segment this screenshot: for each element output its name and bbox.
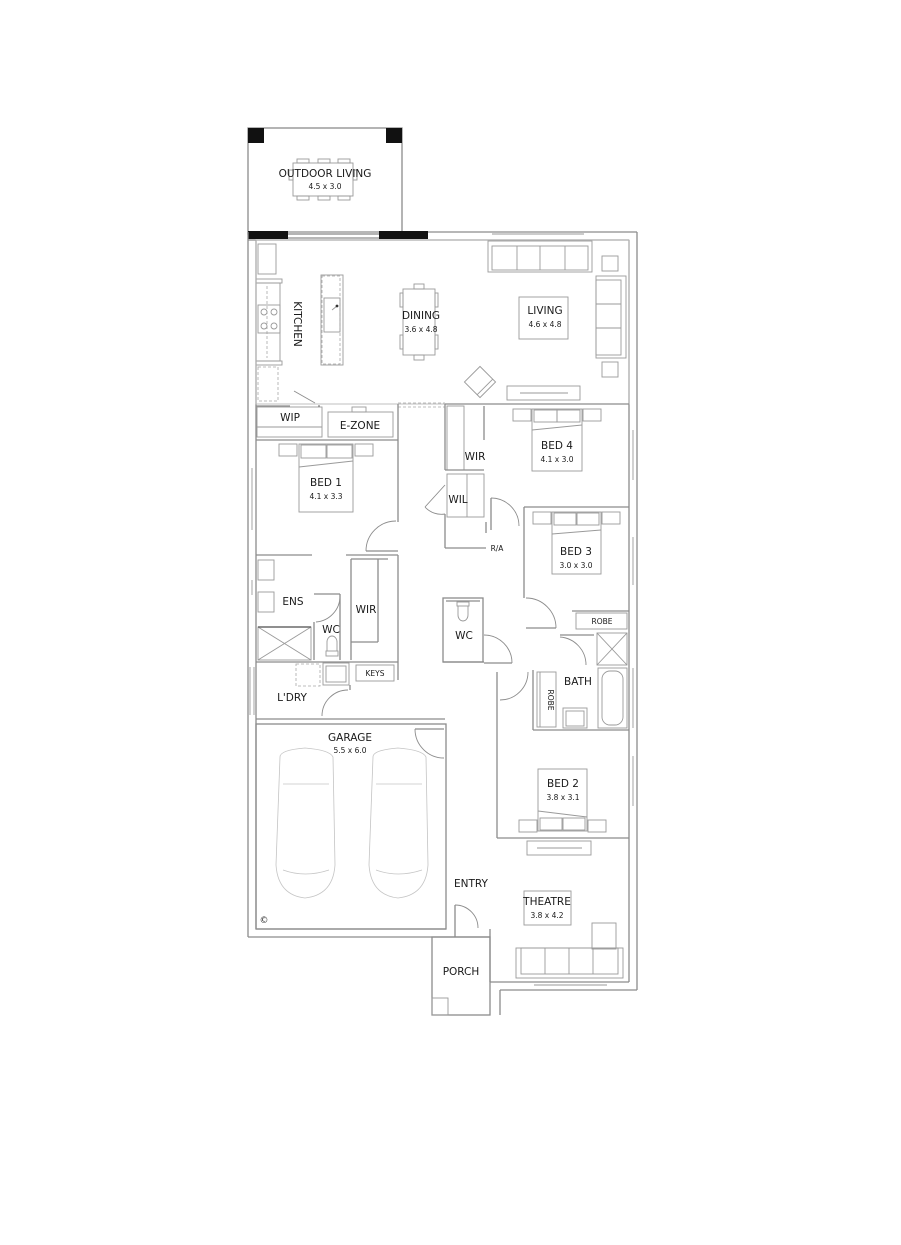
outdoor-table-icon	[288, 158, 358, 201]
garage-area: GARAGE 5.5 x 6.0 ©	[255, 723, 447, 930]
wip-ezone-area: WIP E-ZONE	[256, 390, 445, 441]
laundry-area: KEYS L'DRY	[249, 661, 445, 720]
dining-area: DINING 3.6 x 4.8	[399, 283, 440, 361]
car-icon	[275, 747, 336, 899]
room-label-outdoor-living: OUTDOOR LIVING	[279, 168, 372, 180]
toilet-icon	[456, 601, 470, 622]
wc-main-area: WC	[442, 597, 529, 838]
ensuite-area: ENS WC WIR	[251, 555, 399, 680]
bed2-area: BED 2 3.8 x 3.1	[497, 756, 634, 839]
room-label-bath: BATH	[564, 676, 592, 688]
bed3-area: BED 3 3.0 x 3.0 ROBE	[523, 507, 634, 630]
room-label-entry: ENTRY	[454, 878, 489, 890]
room-label-wc-ensuite: WC	[322, 624, 340, 636]
bed4-area: BED 4 4.1 x 3.0	[512, 408, 634, 508]
room-label-wir-bed4: WIR	[465, 451, 486, 463]
room-label-bed2: BED 2	[547, 778, 579, 790]
room-size-living: 4.6 x 4.8	[528, 320, 561, 329]
room-label-ens: ENS	[282, 596, 303, 608]
copyright-icon: ©	[260, 916, 269, 926]
bed-icon	[551, 511, 602, 575]
kitchen-area: KITCHEN	[255, 243, 344, 402]
room-size-bed4: 4.1 x 3.0	[540, 455, 573, 464]
room-size-dining: 3.6 x 4.8	[404, 325, 437, 334]
sink-icon	[323, 297, 341, 333]
armchair-icon	[463, 365, 497, 399]
room-size-outdoor-living: 4.5 x 3.0	[308, 182, 341, 191]
room-label-wc-main: WC	[455, 630, 473, 642]
car-icon	[368, 747, 429, 899]
corridor-walls	[444, 403, 629, 470]
room-label-ezone: E-ZONE	[340, 420, 380, 432]
room-label-living: LIVING	[527, 305, 562, 317]
room-size-bed2: 3.8 x 3.1	[546, 793, 579, 802]
room-label-ra: R/A	[491, 544, 505, 553]
outdoor-living-area	[247, 127, 403, 235]
wir-wil-area: WIR WIL R/A	[424, 405, 520, 553]
bed1-area: BED 1 4.1 x 3.3	[251, 404, 399, 556]
bed-icon	[537, 768, 588, 832]
toilet-icon	[325, 635, 339, 657]
living-area: LIVING 4.6 x 4.8	[255, 239, 630, 405]
theatre-sofa-icon	[515, 922, 624, 979]
room-label-garage: GARAGE	[328, 732, 372, 744]
room-label-porch: PORCH	[443, 966, 480, 978]
room-label-bed3: BED 3	[560, 546, 592, 558]
room-size-theatre: 3.8 x 4.2	[530, 911, 563, 920]
room-label-kitchen: KITCHEN	[291, 301, 303, 347]
dining-table-icon	[399, 283, 439, 361]
room-label-wil: WIL	[448, 494, 467, 506]
entry-theatre-porch-area: ENTRY THEATRE 3.8 x 4.2 PORCH	[431, 840, 624, 1016]
room-size-garage: 5.5 x 6.0	[333, 746, 366, 755]
cooktop-icon	[257, 304, 281, 334]
room-label-keys: KEYS	[366, 669, 385, 678]
room-size-bed1: 4.1 x 3.3	[309, 492, 342, 501]
room-label-theatre: THEATRE	[522, 896, 571, 908]
room-label-robe-bed2: ROBE	[546, 690, 555, 711]
vanity-icon	[562, 707, 588, 729]
bath-area: ROBE BATH	[532, 632, 634, 731]
room-label-wip: WIP	[280, 412, 300, 424]
room-label-dining: DINING	[402, 310, 440, 322]
room-size-bed3: 3.0 x 3.0	[559, 561, 592, 570]
room-label-bed4: BED 4	[541, 440, 573, 452]
room-label-wir-bed1: WIR	[356, 604, 377, 616]
bathtub-icon	[597, 667, 628, 729]
room-label-bed1: BED 1	[310, 477, 342, 489]
bed-icon	[531, 408, 583, 472]
bed-icon	[298, 443, 354, 513]
room-label-laundry: L'DRY	[277, 692, 307, 704]
room-label-robe-bed3: ROBE	[592, 617, 613, 626]
